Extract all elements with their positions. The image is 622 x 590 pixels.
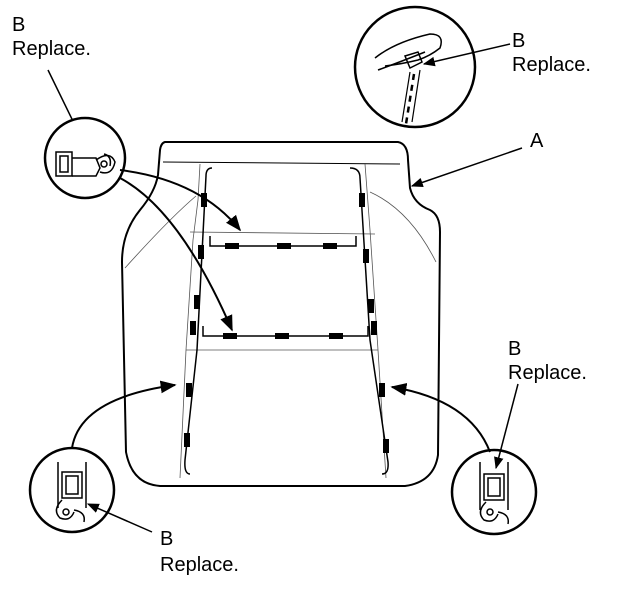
part-a-leader-line [410, 147, 523, 188]
hog-ring-marker [329, 333, 343, 339]
right-b-label: B [508, 338, 522, 360]
hog-ring-marker [323, 243, 337, 249]
hog-ring-clip-icon [353, 5, 477, 129]
hog-ring-positions [184, 193, 389, 453]
right-b-leader-line [494, 383, 519, 470]
bottom-left-replace-label: Replace. [160, 554, 239, 576]
hog-ring-marker [201, 193, 207, 207]
hog-ring-clip-icon [28, 446, 116, 534]
hog-ring-marker [379, 383, 385, 397]
right-replace-label: Replace. [508, 362, 587, 384]
trim-wires [184, 167, 389, 475]
hog-ring-marker [223, 333, 237, 339]
top-left-replace-label: Replace. [12, 38, 91, 60]
hog-ring-clip-icon [43, 116, 127, 200]
bottom-left-b-label: B [160, 528, 174, 550]
bottom-left-b-leader-line [86, 503, 153, 533]
hog-ring-marker [184, 433, 190, 447]
hog-ring-marker [371, 321, 377, 335]
hog-ring-marker [186, 383, 192, 397]
bottom-left-arrow [71, 380, 177, 449]
hog-ring-marker [363, 249, 369, 263]
hog-ring-marker [275, 333, 289, 339]
part-a-label: A [530, 130, 544, 152]
hog-ring-marker [190, 321, 196, 335]
hog-ring-marker [225, 243, 239, 249]
hog-ring-marker [383, 439, 389, 453]
hog-ring-marker [368, 299, 374, 313]
top-right-b-label: B [512, 30, 526, 52]
hog-ring-marker [198, 245, 204, 259]
top-right-b-leader-line [422, 43, 511, 67]
top-right-replace-label: Replace. [512, 54, 591, 76]
hog-ring-marker [359, 193, 365, 207]
hog-ring-clip-icon [450, 448, 538, 536]
top-left-arrow-2 [119, 177, 233, 332]
top-left-b-label: B [12, 14, 26, 36]
right-arrow [390, 383, 491, 453]
seat-cushion-pad-icon [120, 141, 442, 487]
hog-ring-marker [277, 243, 291, 249]
top-left-arrow-1 [119, 169, 242, 232]
hog-ring-marker [194, 295, 200, 309]
